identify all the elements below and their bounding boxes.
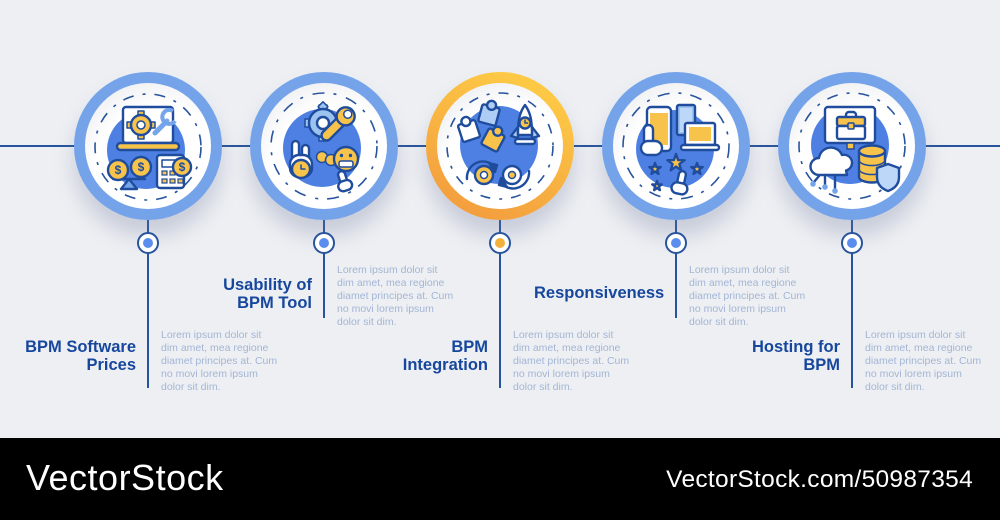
- step-description: Lorem ipsum dolor sit dim amet, mea regi…: [689, 264, 806, 328]
- step-description: Lorem ipsum dolor sit dim amet, mea regi…: [337, 264, 454, 328]
- responsiveness-icon: [622, 92, 730, 200]
- timeline-node-dot: [137, 232, 159, 254]
- timeline-node-dot: [841, 232, 863, 254]
- step-description: Lorem ipsum dolor sit dim amet, mea regi…: [161, 329, 278, 393]
- step-connector-line: [147, 220, 149, 388]
- step-circle: [778, 72, 926, 220]
- watermark-bar: VectorStock VectorStock.com/50987354: [0, 438, 1000, 520]
- step-title: Hosting for BPM: [752, 338, 840, 374]
- step-description: Lorem ipsum dolor sit dim amet, mea regi…: [865, 329, 982, 393]
- step-title: BPM Integration: [402, 338, 488, 374]
- step-title: Usability of BPM Tool: [223, 276, 312, 312]
- svg-text:$: $: [179, 160, 186, 174]
- step-circle: [602, 72, 750, 220]
- step-circle: [426, 72, 574, 220]
- bpm-software-prices-icon: $ $ $: [94, 93, 202, 201]
- hosting-for-bpm-icon: [798, 92, 906, 200]
- step-connector-line: [851, 220, 853, 388]
- svg-text:$: $: [115, 163, 122, 177]
- svg-text:$: $: [138, 160, 145, 174]
- step-circle: [250, 72, 398, 220]
- step-connector-line: [323, 220, 325, 318]
- usability-bpm-tool-icon: [270, 92, 378, 200]
- step-description: Lorem ipsum dolor sit dim amet, mea regi…: [513, 329, 630, 393]
- vectorstock-logo: VectorStock: [26, 457, 224, 499]
- step-circle: $ $ $: [74, 72, 222, 220]
- timeline-node-dot: [665, 232, 687, 254]
- bpm-integration-icon: [446, 92, 554, 200]
- step-connector-line: [499, 220, 501, 388]
- step-title: Responsiveness: [534, 284, 665, 302]
- step-connector-line: [675, 220, 677, 318]
- watermark-url: VectorStock.com/50987354: [666, 466, 973, 494]
- timeline-node-dot: [313, 232, 335, 254]
- step-title: BPM Software Prices: [25, 338, 136, 374]
- timeline-node-dot: [489, 232, 511, 254]
